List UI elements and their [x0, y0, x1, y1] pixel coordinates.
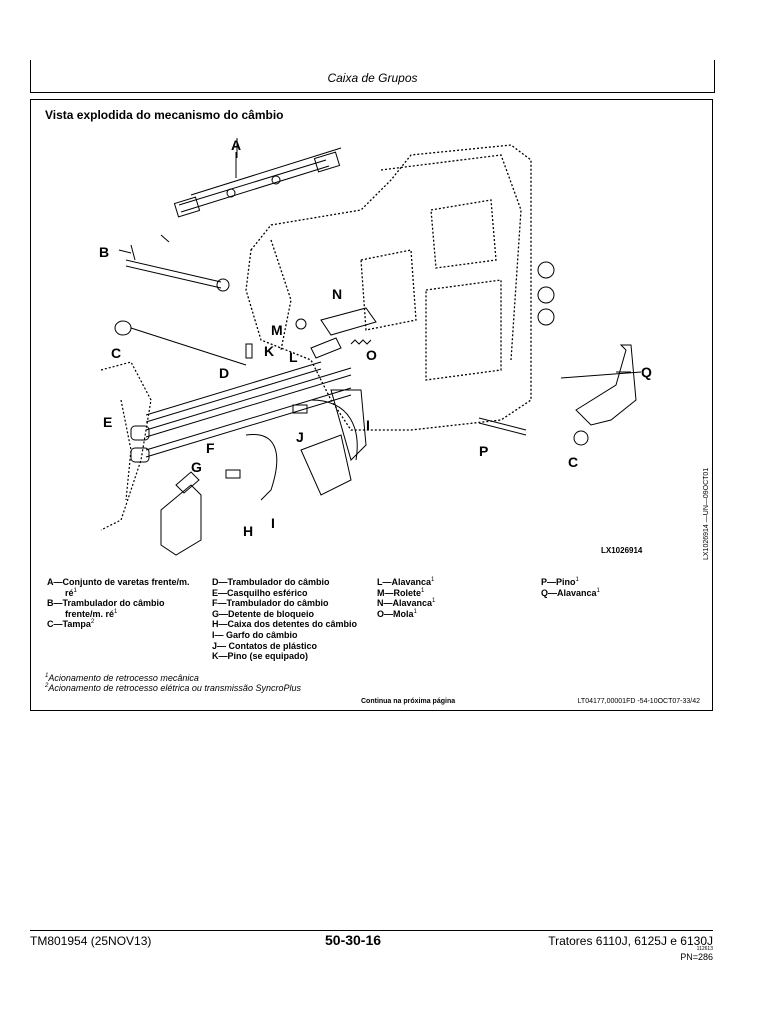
- legend-item-i: I— Garfo do câmbio: [212, 629, 298, 640]
- legend-item-o: O—Mola1: [377, 608, 417, 619]
- callout-j: J: [296, 429, 304, 445]
- legend-item-g: G—Detente de bloqueio: [212, 608, 315, 619]
- legend-col2: D—Trambulador do câmbio E—Casquilho esfé…: [212, 577, 357, 662]
- callout-l: L: [289, 349, 298, 365]
- bushing-e1: [130, 425, 150, 441]
- footnotes: 1Acionamento de retrocesso mecânica 2Aci…: [45, 673, 301, 693]
- spring-o: [350, 339, 372, 345]
- legend-item-f: F—Trambulador do câmbio: [212, 598, 329, 609]
- plastic-contact-j1: [292, 404, 308, 414]
- legend-item-p: P—Pino1: [541, 577, 579, 587]
- plastic-contact-j2: [225, 469, 241, 479]
- detent-g: [175, 471, 200, 494]
- legend-col1: A—Conjunto de varetas frente/m. ré1 B—Tr…: [47, 577, 190, 630]
- callout-h: H: [243, 523, 253, 539]
- footer-manual: TM801954 (25NOV13): [30, 934, 152, 948]
- callout-c2: C: [568, 454, 578, 470]
- section-title: Caixa de Grupos: [327, 71, 418, 85]
- legend-item-d: D—Trambulador do câmbio: [212, 577, 330, 587]
- continued-note: Continua na próxima página: [361, 698, 456, 705]
- reference-code: LT04177,00001FD -54-10OCT07-33/42: [577, 698, 700, 705]
- footer-pn: PN=286: [680, 952, 713, 962]
- callout-n: N: [332, 286, 342, 302]
- callout-i2: I: [271, 515, 275, 531]
- callout-k: K: [264, 343, 274, 359]
- callout-o: O: [366, 347, 377, 363]
- legend-item-n: N—Alavanca1: [377, 598, 436, 609]
- bushing-e2: [130, 447, 150, 463]
- shift-fork-i2: [310, 389, 367, 461]
- legend-item-l: L—Alavanca1: [377, 577, 435, 587]
- footer-divider: [30, 930, 713, 931]
- callout-q: Q: [641, 364, 652, 380]
- legend-item-q: Q—Alavanca1: [541, 587, 600, 598]
- lever-n: [320, 307, 377, 336]
- pin-k: [245, 343, 253, 359]
- footer-small-code: 112613: [696, 946, 713, 952]
- legend-col4: P—Pino1 Q—Alavanca1: [541, 577, 600, 598]
- callout-i1: I: [366, 417, 370, 433]
- legend-item-b: B—Trambulador do câmbio: [47, 598, 165, 609]
- figure-box: Vista explodida do mecanismo do câmbio: [30, 99, 713, 711]
- header-frame: Caixa de Grupos: [30, 60, 715, 93]
- callout-p: P: [479, 443, 488, 459]
- legend-item-e: E—Casquilho esférico: [212, 587, 308, 598]
- figure-title: Vista explodida do mecanismo do câmbio: [45, 108, 284, 122]
- roller-m: [295, 318, 307, 330]
- callout-letters: A B C D E F G H I J K L M N O P Q C I: [99, 137, 652, 539]
- callout-d: D: [219, 365, 229, 381]
- shift-fork-i1: [245, 434, 352, 501]
- image-code: LX1026914: [601, 546, 643, 555]
- left-housing: [100, 361, 152, 531]
- legend-item-k: K—Pino (se equipado): [212, 651, 309, 662]
- callout-g: G: [191, 459, 202, 475]
- callout-c: C: [111, 345, 121, 361]
- footer-page-number: 50-30-16: [325, 932, 382, 948]
- legend-item-c: C—Tampa2: [47, 619, 95, 630]
- detent-box-h: [160, 484, 202, 556]
- legend-item-m: M—Rolete1: [377, 587, 425, 598]
- lever-q: [575, 344, 637, 426]
- callout-f: F: [206, 440, 215, 456]
- legend-item-h: H—Caixa dos detentes do câmbio: [212, 619, 358, 630]
- legend-item-a: A—Conjunto de varetas frente/m.: [47, 577, 190, 587]
- footnote-2: 2Acionamento de retrocesso elétrica ou t…: [45, 683, 301, 693]
- legend-item-j: J— Contatos de plástico: [212, 640, 318, 651]
- legend-col3: L—Alavanca1 M—Rolete1 N—Alavanca1 O—Mola…: [377, 577, 435, 619]
- vertical-image-code: LX1026914 —UN—09OCT01: [703, 467, 710, 560]
- transmission-housing: [245, 144, 532, 431]
- footnote-1: 1Acionamento de retrocesso mecânica: [45, 673, 199, 683]
- footer-models: Tratores 6110J, 6125J e 6130J: [548, 934, 713, 948]
- cap-c: [114, 320, 132, 336]
- shift-rail-b: [125, 234, 230, 292]
- shift-rails-d-f: [145, 361, 352, 458]
- exploded-view-diagram: A B C D E F G H I J K L M N O P Q C I LX…: [99, 137, 652, 556]
- callout-b: B: [99, 244, 109, 260]
- lever-l: [310, 337, 342, 359]
- rod-assembly-a: [173, 138, 342, 218]
- cap-c2: [573, 430, 589, 446]
- callout-e: E: [103, 414, 112, 430]
- callout-m: M: [271, 322, 283, 338]
- pin-p: [478, 417, 527, 436]
- callout-a: A: [231, 137, 241, 153]
